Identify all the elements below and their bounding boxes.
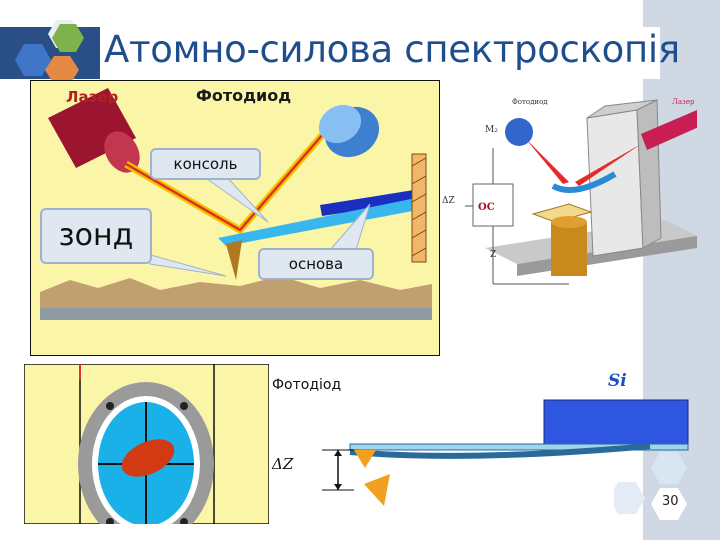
laser-label: Лазер xyxy=(66,88,119,106)
substrate xyxy=(40,308,432,320)
decorative-hexagons xyxy=(614,452,687,520)
tip-upper xyxy=(354,450,376,468)
base-label: основа xyxy=(258,248,374,280)
quadrant-photodiode xyxy=(24,364,269,524)
setup-photodiode-label: Фотодиод xyxy=(512,98,548,106)
console-label: консоль xyxy=(150,148,261,180)
photodiode-label-ua: Фотодіод xyxy=(272,377,342,393)
silicon-label: Si xyxy=(608,371,627,391)
photodiode-device xyxy=(318,104,380,158)
page-title: Атомно-силова спектроскопія xyxy=(104,28,680,71)
sample-surface xyxy=(40,276,432,316)
support-bar xyxy=(411,153,427,263)
photodiode-label: Фотодиод xyxy=(196,86,292,105)
cantilever-bent xyxy=(349,443,651,459)
probe-tip xyxy=(226,240,242,280)
laser-device xyxy=(48,88,140,173)
si-block xyxy=(543,399,689,445)
title-bar xyxy=(100,27,660,79)
instrument-illustration xyxy=(465,99,697,285)
base-block xyxy=(320,190,416,216)
page-number: 30 xyxy=(662,494,679,509)
probe-label: зонд xyxy=(40,208,152,264)
laser-beam xyxy=(124,123,333,235)
hexagon-logo xyxy=(15,20,84,84)
cantilever-straight xyxy=(349,443,689,451)
setup-m2-label: M₂ xyxy=(485,125,498,135)
setup-oc-label: OC xyxy=(478,202,495,213)
tip-lower xyxy=(364,474,390,506)
setup-z-label: Z xyxy=(490,250,497,260)
cantilever-deflection xyxy=(322,399,689,506)
setup-dz-label: ΔZ xyxy=(442,196,455,206)
setup-laser-label: Лазер xyxy=(672,98,695,106)
delta-z-label: ΔZ xyxy=(272,455,294,473)
